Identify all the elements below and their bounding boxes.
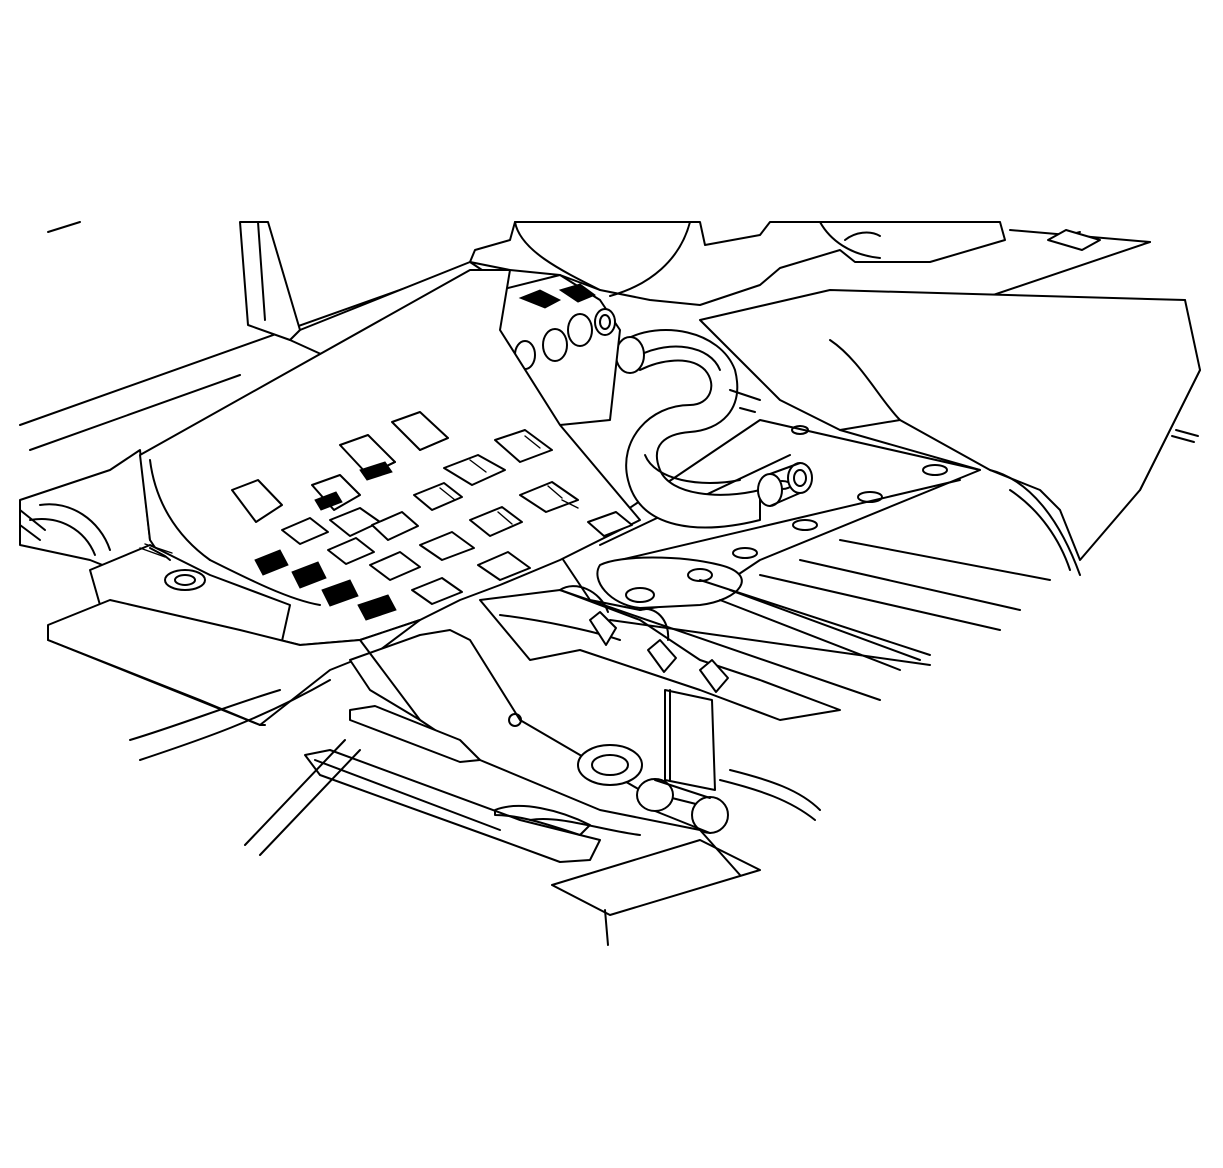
crossmember bbox=[559, 419, 981, 611]
exhaust-pipe-loop bbox=[615, 329, 813, 529]
floor-bottom-edge bbox=[244, 739, 821, 946]
hanger-bracket-center bbox=[349, 629, 729, 834]
frame-rail-right bbox=[699, 289, 1201, 576]
floor-ribs-right bbox=[719, 539, 1051, 671]
floor-pan-lower-left bbox=[47, 599, 421, 761]
skid-bracket bbox=[304, 705, 641, 863]
heat-shield-louvers bbox=[231, 411, 633, 621]
